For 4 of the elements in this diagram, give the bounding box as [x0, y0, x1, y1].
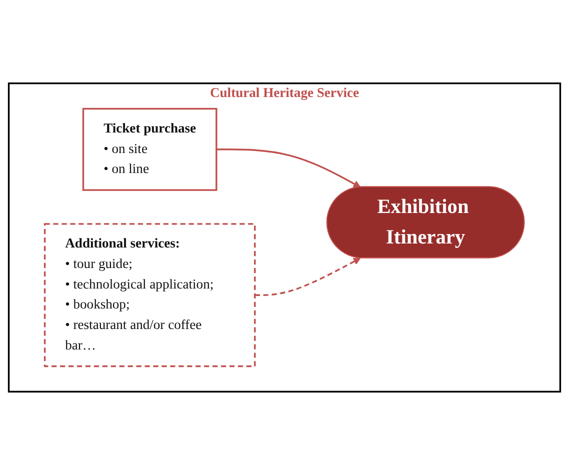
node-box: Additional services: • tour guide; • technological application; • bookshop; • restaurant and/or coffee bar… — [44, 223, 256, 368]
arrow — [216, 148, 361, 188]
arrow — [254, 258, 361, 296]
node-box: Ticket purchase • on site • on line — [82, 108, 218, 191]
